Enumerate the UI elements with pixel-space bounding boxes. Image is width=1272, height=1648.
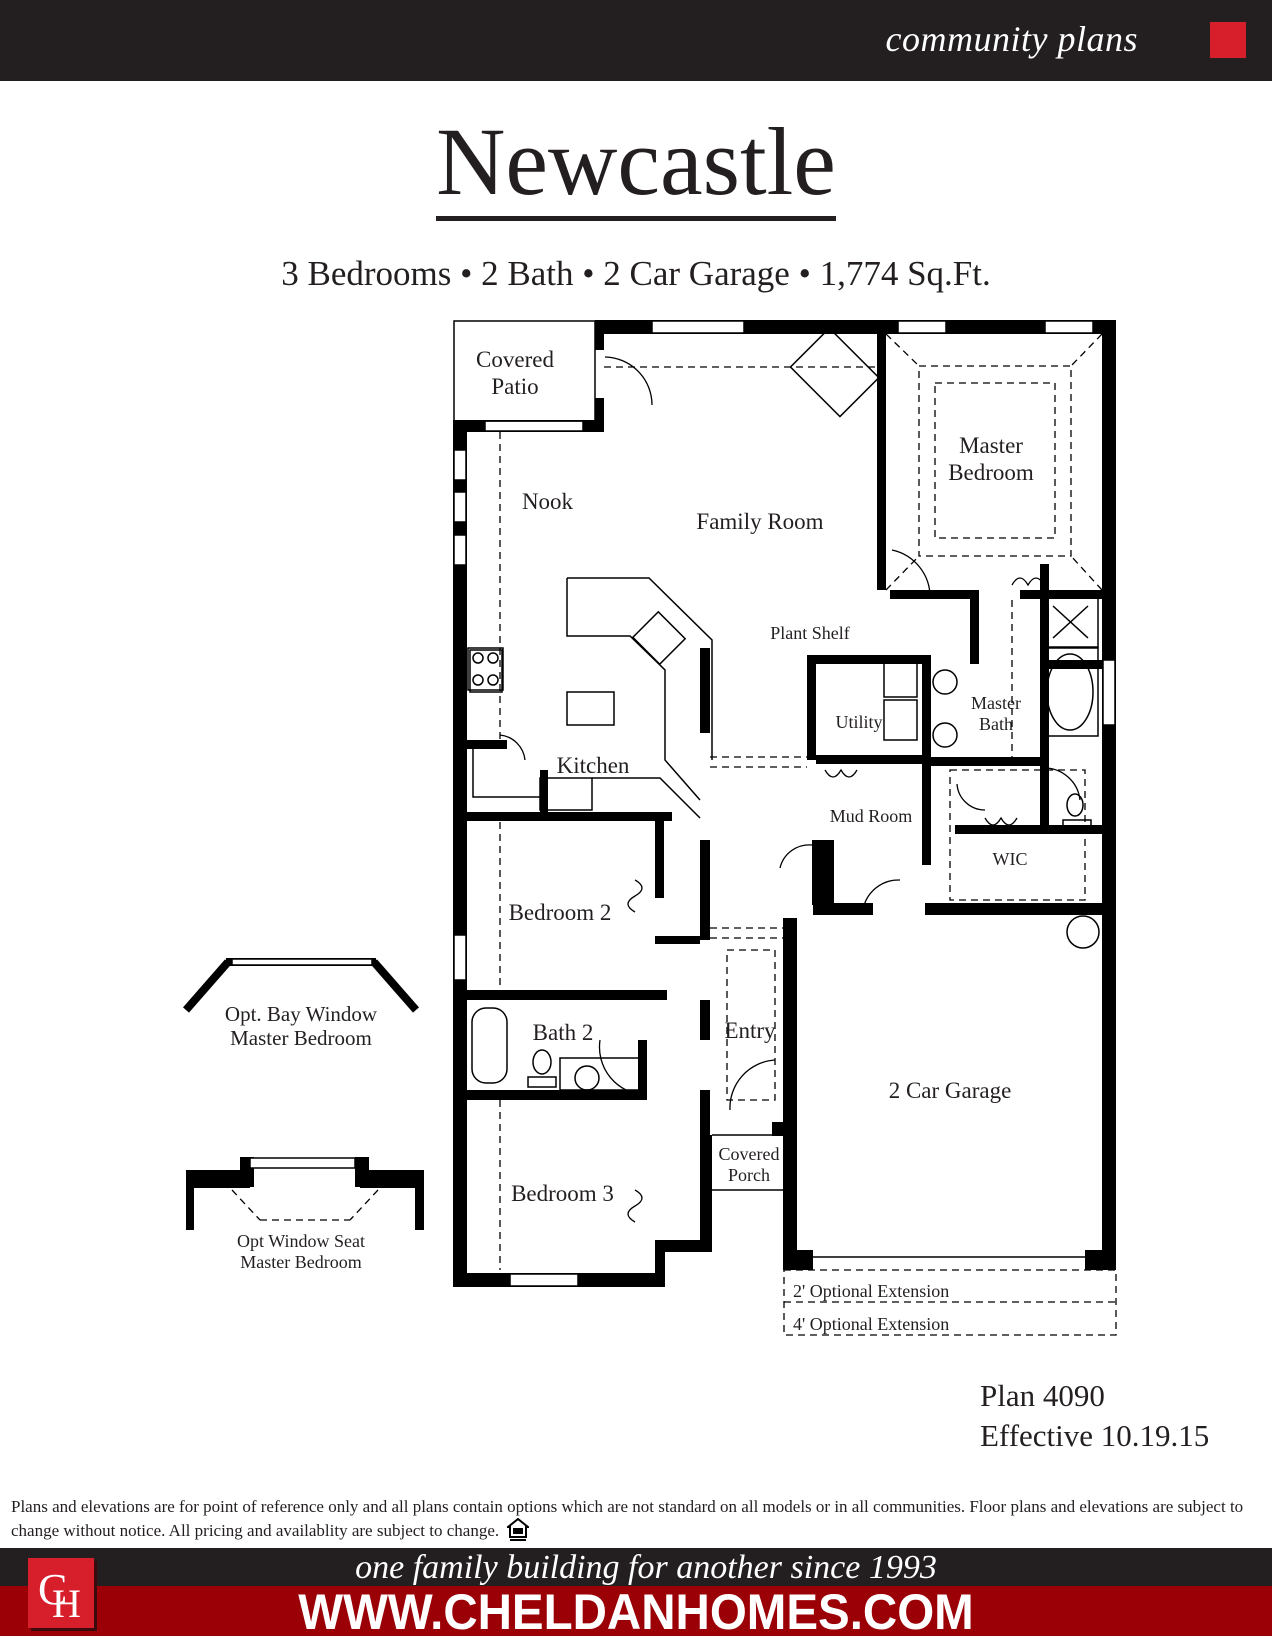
windows <box>231 320 1116 1287</box>
room-covered-patio: Covered Patio <box>476 347 554 399</box>
bay-window-sides <box>182 959 420 1013</box>
room-family: Family Room <box>696 509 824 534</box>
dashed-outlines <box>231 333 1117 1336</box>
room-master-bedroom: Master Bedroom <box>948 433 1034 485</box>
cheldan-logo-icon: C H <box>28 1558 94 1628</box>
plan-number: Plan 4090 <box>980 1378 1105 1413</box>
room-kitchen: Kitchen <box>556 753 630 778</box>
room-nook: Nook <box>521 489 574 514</box>
footer-red-band <box>0 1586 1272 1636</box>
disclaimer-text: Plans and elevations are for point of re… <box>11 1497 1244 1540</box>
room-utility: Utility <box>835 712 883 732</box>
footer-url-link[interactable]: WWW.CHELDANHOMES.COM <box>298 1584 974 1640</box>
room-garage: 2 Car Garage <box>888 1078 1012 1103</box>
page-title: Newcastle <box>0 112 1272 221</box>
label-extension-2ft: 2' Optional Extension <box>793 1281 950 1301</box>
header-tagline: community plans <box>885 19 1138 59</box>
room-entry: Entry <box>724 1018 776 1043</box>
room-bath-2: Bath 2 <box>532 1020 594 1045</box>
plan-effective-date: Effective 10.19.15 <box>980 1418 1210 1453</box>
equal-housing-icon <box>507 1518 530 1541</box>
room-wic: WIC <box>992 849 1028 869</box>
disclaimer: Plans and elevations are for point of re… <box>11 1495 1266 1542</box>
plan-name: Newcastle <box>436 112 836 221</box>
plan-summary: 3 Bedrooms • 2 Bath • 2 Car Garage • 1,7… <box>281 254 991 293</box>
room-mud-room: Mud Room <box>829 806 913 826</box>
room-bedroom-3: Bedroom 3 <box>511 1181 614 1206</box>
door-swings <box>499 356 1081 1223</box>
logo-letter-c: C <box>38 1565 68 1614</box>
room-master-bath: Master Bath <box>971 693 1021 734</box>
option-window-seat: Opt Window Seat Master Bedroom <box>237 1231 365 1272</box>
footer-slogan: one family building for another since 19… <box>355 1549 937 1586</box>
plan-info: Plan 4090 Effective 10.19.15 <box>980 1376 1209 1456</box>
footer-dark-band <box>0 1548 1272 1586</box>
label-plant-shelf: Plant Shelf <box>770 623 850 643</box>
option-bay-window: Opt. Bay Window Master Bedroom <box>224 1002 378 1050</box>
room-bedroom-2: Bedroom 2 <box>508 900 612 925</box>
footer-bottom-edge <box>0 1636 1272 1648</box>
header-bar: community plans <box>0 0 1272 81</box>
plan-outlines <box>453 320 1100 1258</box>
logo-letter-h: H <box>52 1581 81 1626</box>
label-extension-4ft: 4' Optional Extension <box>793 1314 950 1334</box>
room-covered-porch: Covered Porch <box>718 1144 780 1185</box>
brand-square-icon <box>1210 22 1246 58</box>
